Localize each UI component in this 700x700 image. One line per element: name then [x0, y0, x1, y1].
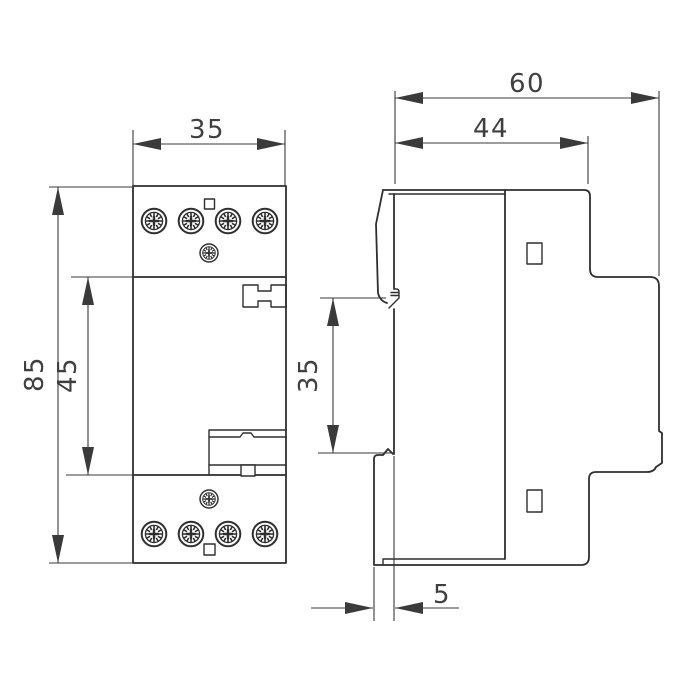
arrowhead-icon [82, 447, 94, 475]
arrowhead-icon [345, 602, 373, 614]
side-view [373, 189, 663, 566]
arrowhead-icon [52, 535, 64, 563]
dimension-label-front-width: 35 [189, 115, 225, 145]
dimension-front-section-height: 45 [53, 276, 133, 476]
retaining-clip [242, 284, 287, 308]
dimension-front-depth: 44 [395, 114, 589, 184]
dimension-label-total-depth: 60 [509, 69, 545, 99]
dimension-front-width: 35 [132, 115, 286, 186]
dimension-total-depth: 60 [394, 69, 660, 276]
arrowhead-icon [395, 92, 423, 104]
bottom-marker-square [203, 543, 216, 556]
arrowhead-icon [395, 137, 423, 149]
din-clip-tooth [388, 288, 400, 309]
lower-window-slot [526, 489, 543, 513]
mounting-latch-outline [208, 429, 287, 476]
dimension-label-clip-offset: 5 [433, 580, 451, 610]
dimension-label-front-depth: 44 [473, 114, 509, 144]
arrowhead-icon [560, 137, 588, 149]
side-bottom-inner-line [382, 558, 506, 566]
screw-head-icon [251, 207, 279, 235]
arrowhead-icon [52, 187, 64, 215]
mounting-latch-top-line [208, 432, 287, 438]
screw-head-icon [214, 207, 242, 235]
arrowhead-icon [327, 298, 339, 326]
front-view [132, 185, 287, 564]
screw-head-icon [214, 520, 242, 548]
latch-slider-square [240, 464, 256, 477]
upper-window-slot [526, 242, 543, 265]
arrowhead-icon [395, 602, 423, 614]
top-marker-square [203, 198, 216, 210]
din-clip-spring-arm [375, 189, 388, 304]
small-screw-head-icon [199, 489, 219, 509]
arrowhead-icon [631, 92, 659, 104]
side-body-outline [373, 189, 663, 566]
dimension-clip-offset: 5 [311, 456, 459, 621]
screw-head-icon [140, 207, 168, 235]
arrowhead-icon [82, 277, 94, 305]
screw-head-icon [177, 207, 205, 235]
arrowhead-icon [133, 138, 161, 150]
arrowhead-icon [257, 138, 285, 150]
small-screw-head-icon [199, 243, 219, 263]
screw-head-icon [177, 520, 205, 548]
arrowhead-icon [327, 425, 339, 453]
screw-head-icon [140, 520, 168, 548]
dimension-label-rail-height: 35 [294, 357, 324, 393]
dimension-front-height: 85 [20, 186, 133, 564]
front-body-outline [132, 185, 287, 564]
dimension-rail-height: 35 [294, 297, 394, 454]
screw-head-icon [251, 520, 279, 548]
dimension-label-front-height: 85 [20, 356, 50, 392]
dimension-label-front-section-height: 45 [53, 357, 83, 393]
